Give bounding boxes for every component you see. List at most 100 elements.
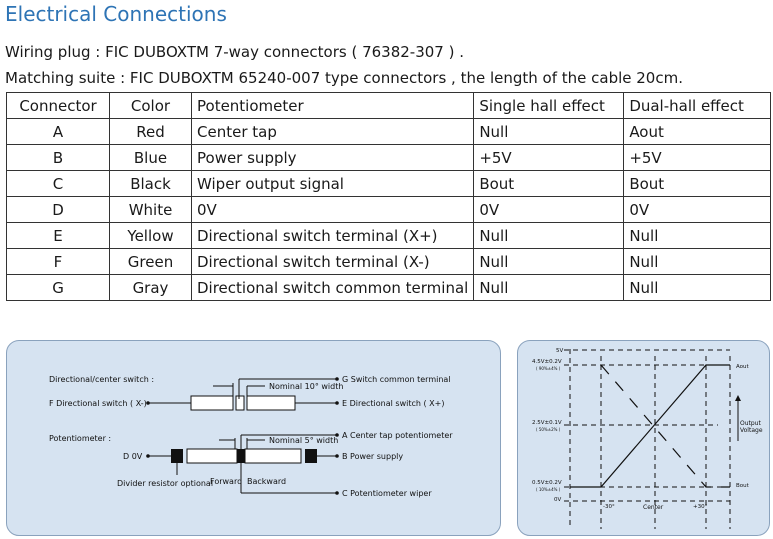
label-45v-sub: ( 90%±4% ) [536,366,561,371]
cell-color: Yellow [109,222,192,249]
x-label-plus30: +30° [693,504,708,510]
page-title: Electrical Connections [5,2,227,26]
bout-label: Bout [736,483,750,489]
cell-single-hall: +5V [473,144,625,171]
cell-dual-hall: 0V [623,196,771,223]
cell-dual-hall: Aout [623,118,771,145]
switch-resistor-left [190,395,234,411]
d-terminal-label: D 0V [123,452,143,461]
e-terminal-label: E Directional switch ( X+) [342,399,444,408]
x-label-minus30: -30° [603,504,615,510]
g-terminal-dot [335,377,339,381]
label-25v: 2.5V±0.1V [532,420,562,426]
cell-connector: E [6,222,110,249]
nominal-5-label: Nominal 5° width [269,436,338,445]
output-voltage-label-1: Output [740,420,761,427]
cell-connector: A [6,118,110,145]
cell-color: Blue [109,144,192,171]
cell-dual-hall: +5V [623,144,771,171]
cell-connector: F [6,248,110,275]
matching-suite-text: Matching suite : FIC DUBOXTM 65240-007 t… [5,69,683,87]
cell-single-hall: Null [473,222,625,249]
table-row: E Yellow Directional switch terminal (X+… [6,222,771,249]
f-terminal-label: F Directional switch ( X-) [49,399,147,408]
bout-curve [600,364,730,488]
cell-color: White [109,196,192,223]
divider-resistor-right [305,449,317,463]
label-25v-sub: ( 50%±2% ) [536,427,561,432]
cell-potentiometer: Power supply [190,144,475,171]
backward-label: Backward [247,477,286,486]
label-05v-sub: ( 10%±4% ) [536,487,561,492]
cell-color: Black [109,170,192,197]
cell-potentiometer: Wiper output signal [190,170,475,197]
nominal-10-label: Nominal 10° width [269,382,343,391]
cell-connector: G [6,274,110,301]
table-row: F Green Directional switch terminal (X-)… [6,248,771,275]
aout-label: Aout [736,364,750,370]
header-color: Color [109,92,192,119]
header-single-hall: Single hall effect [473,92,625,119]
cell-single-hall: 0V [473,196,625,223]
up-arrow-icon [735,395,741,401]
aout-curve [570,364,730,488]
g-terminal-label: G Switch common terminal [342,375,451,384]
switch-section-label: Directional/center switch : [49,375,154,384]
pot-track-right [244,448,302,464]
table-row: C Black Wiper output signal Bout Bout [6,170,771,197]
label-05v: 0.5V±0.2V [532,480,562,486]
cell-color: Green [109,248,192,275]
b-terminal-dot [335,454,339,458]
a-terminal-label: A Center tap potentiometer [342,431,453,440]
table-row: G Gray Directional switch common termina… [6,274,771,301]
table-row: B Blue Power supply +5V +5V [6,144,771,171]
output-chart-panel: 5V 4.5V±0.2V ( 90%±4% ) 2.5V±0.1V ( 50%±… [517,340,770,536]
pot-center-tap [237,449,245,463]
cell-single-hall: Null [473,248,625,275]
cell-dual-hall: Bout [623,170,771,197]
x-label-center: Center [643,504,664,511]
divider-resistor-left [171,449,183,463]
cell-connector: B [6,144,110,171]
cell-potentiometer: Directional switch terminal (X+) [190,222,475,249]
cell-dual-hall: Null [623,222,771,249]
cell-potentiometer: Directional switch common terminal [190,274,475,301]
e-terminal-dot [335,401,339,405]
cell-potentiometer: Directional switch terminal (X-) [190,248,475,275]
connections-table: Connector Color Potentiometer Single hal… [6,92,771,301]
forward-label: Forward [210,477,242,486]
c-terminal-label: C Potentiometer wiper [342,489,432,498]
switch-resistor-right [246,395,296,411]
cell-single-hall: Bout [473,170,625,197]
c-terminal-dot [335,491,339,495]
b-terminal-label: B Power supply [342,452,403,461]
cell-color: Red [109,118,192,145]
divider-resistor-label: Divider resistor optional [117,479,213,488]
cell-single-hall: Null [473,274,625,301]
output-chart: 5V 4.5V±0.2V ( 90%±4% ) 2.5V±0.1V ( 50%±… [532,348,763,529]
cell-dual-hall: Null [623,248,771,275]
cell-connector: C [6,170,110,197]
table-row: A Red Center tap Null Aout [6,118,771,145]
cell-color: Gray [109,274,192,301]
header-dual-hall: Dual-hall effect [623,92,771,119]
cell-connector: D [6,196,110,223]
pot-section-label: Potentiometer : [49,434,111,443]
wiring-diagram: Directional/center switch : F Directiona… [49,375,453,498]
switch-contact [235,395,245,411]
cell-potentiometer: 0V [190,196,475,223]
wiring-diagram-panel: Directional/center switch : F Directiona… [6,340,501,536]
header-connector: Connector [6,92,110,119]
a-terminal-dot [335,433,339,437]
cell-single-hall: Null [473,118,625,145]
pot-track-left [186,448,238,464]
label-45v: 4.5V±0.2V [532,359,562,365]
output-voltage-label-2: Voltage [740,427,763,434]
header-potentiometer: Potentiometer [190,92,475,119]
table-row: D White 0V 0V 0V [6,196,771,223]
table-header-row: Connector Color Potentiometer Single hal… [6,92,771,119]
wiring-plug-text: Wiring plug : FIC DUBOXTM 7-way connecto… [5,43,465,61]
cell-potentiometer: Center tap [190,118,475,145]
cell-dual-hall: Null [623,274,771,301]
label-0v: 0V [554,497,561,503]
